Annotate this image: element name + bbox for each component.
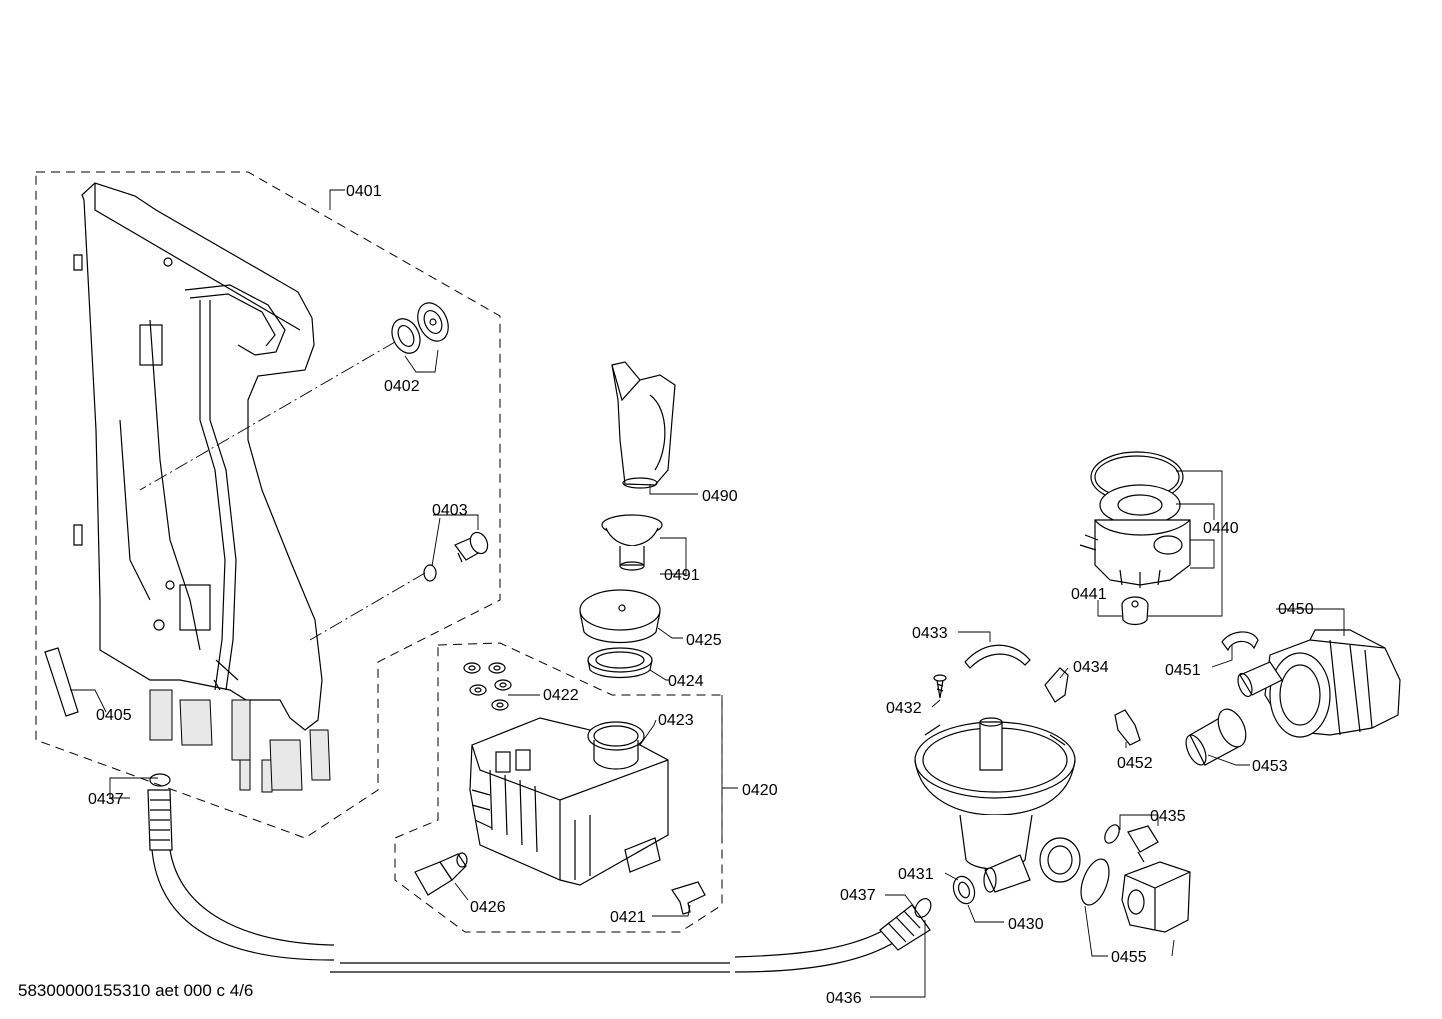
label-0440: 0440 <box>1203 520 1239 537</box>
label-0451: 0451 <box>1165 662 1201 679</box>
part-0401-outlets <box>149 659 331 793</box>
label-0432: 0432 <box>886 700 922 717</box>
part-0403-valve <box>423 531 489 582</box>
label-0437-right: 0437 <box>840 887 876 904</box>
label-0490: 0490 <box>702 488 738 505</box>
part-0405-pad <box>44 647 79 717</box>
part-0422-seals <box>463 662 512 711</box>
part-0401-side-panel <box>73 182 323 731</box>
label-0453: 0453 <box>1252 758 1288 775</box>
label-0422: 0422 <box>543 687 579 704</box>
part-0436-hose-end <box>879 898 932 951</box>
group-0420-boundary <box>394 642 723 933</box>
part-0402-seal <box>391 302 449 354</box>
part-0435-valve <box>1104 824 1159 863</box>
part-0455-seal-ring <box>1080 858 1110 906</box>
part-0450-pump <box>1237 629 1401 738</box>
part-0490-funnel <box>611 361 676 489</box>
part-0434-clip <box>1044 667 1069 703</box>
label-0403: 0403 <box>432 502 468 519</box>
label-0437-left: 0437 <box>88 791 124 808</box>
label-0401: 0401 <box>346 183 382 200</box>
group-0401-boundary <box>35 171 501 839</box>
part-0425-lid <box>579 589 661 644</box>
label-0455: 0455 <box>1111 949 1147 966</box>
label-0425: 0425 <box>686 632 722 649</box>
part-0441-rotor <box>1121 596 1149 626</box>
part-0420-softener <box>469 717 669 886</box>
label-0402: 0402 <box>384 378 420 395</box>
label-0491: 0491 <box>664 567 700 584</box>
label-0434: 0434 <box>1073 659 1109 676</box>
part-0424-ring <box>587 647 653 679</box>
label-0441: 0441 <box>1071 586 1107 603</box>
label-0423: 0423 <box>658 712 694 729</box>
label-0452: 0452 <box>1117 755 1153 772</box>
part-0451-clamp <box>1221 631 1259 652</box>
document-code: 58300000155310 aet 000 c 4/6 <box>18 981 254 1000</box>
label-0426: 0426 <box>470 899 506 916</box>
part-0432-screw <box>933 674 947 699</box>
part-0430-sump <box>914 717 1081 893</box>
part-0431-nut <box>952 875 976 905</box>
label-0450: 0450 <box>1278 601 1314 618</box>
label-0430: 0430 <box>1008 916 1044 933</box>
label-0431: 0431 <box>898 866 934 883</box>
part-0440-cover-stack <box>1079 451 1191 588</box>
label-0405: 0405 <box>96 707 132 724</box>
part-0426-sensor <box>414 852 468 896</box>
label-0421: 0421 <box>610 909 646 926</box>
part-0453-connector <box>1185 708 1247 766</box>
part-0455-drain-pump <box>1121 861 1191 933</box>
label-0420: 0420 <box>742 782 778 799</box>
part-0433-strip <box>964 644 1031 669</box>
part-0452-bracket <box>1114 709 1141 746</box>
label-0435: 0435 <box>1150 808 1186 825</box>
label-0433: 0433 <box>912 625 948 642</box>
label-0436: 0436 <box>826 990 862 1007</box>
part-0421-clip <box>671 881 706 915</box>
label-0424: 0424 <box>668 673 704 690</box>
part-0437-drain-hose-left <box>147 773 334 961</box>
part-0491-cap <box>601 514 663 571</box>
